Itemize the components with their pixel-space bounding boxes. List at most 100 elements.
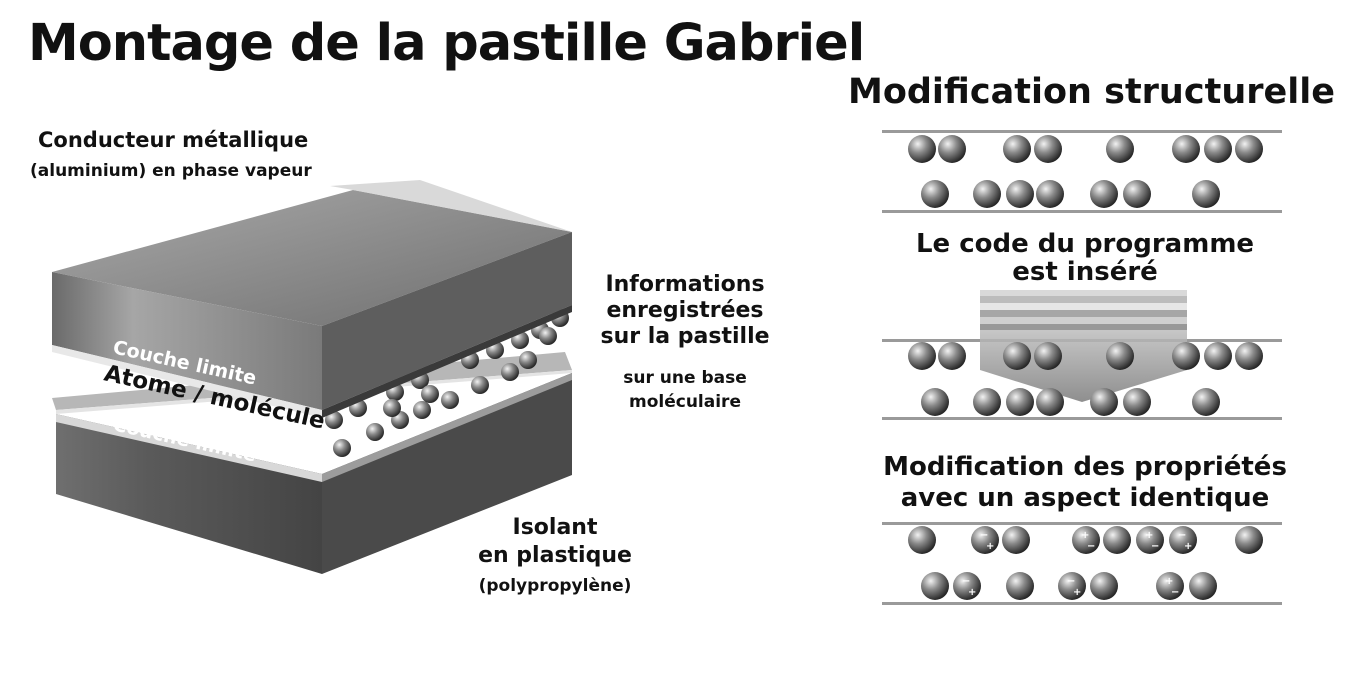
- svg-text:−: −: [1087, 541, 1095, 552]
- insulator-sublabel: (polypropylène): [478, 576, 632, 596]
- boundary-line: [882, 602, 1282, 605]
- molecule: [1006, 388, 1034, 416]
- svg-text:+: +: [1165, 576, 1173, 587]
- info-line-3: sur la pastille: [600, 324, 770, 349]
- molecule: [1003, 135, 1031, 163]
- molecule: [501, 363, 519, 381]
- molecule: [908, 135, 936, 163]
- molecule: [1036, 388, 1064, 416]
- molecule: [938, 135, 966, 163]
- molecule: [1204, 342, 1232, 370]
- info-sub-line-2: moléculaire: [629, 392, 741, 412]
- molecule: [366, 423, 384, 441]
- code-line-2: est inséré: [1012, 257, 1158, 287]
- charged-molecule: +−: [1156, 572, 1184, 600]
- svg-text:+: +: [1073, 587, 1081, 598]
- molecule: [973, 180, 1001, 208]
- insulator-label: Isolant en plastique: [460, 514, 650, 570]
- code-inserted-label: Le code du programme est inséré: [880, 230, 1290, 286]
- molecule: [921, 388, 949, 416]
- molecule: [1003, 342, 1031, 370]
- svg-text:−: −: [1067, 576, 1075, 587]
- svg-text:−: −: [962, 576, 970, 587]
- molecule: [1103, 526, 1131, 554]
- molecule: [1192, 180, 1220, 208]
- molecule: [333, 439, 351, 457]
- insulator-line-2: en plastique: [478, 543, 632, 568]
- code-line-1: Le code du programme: [915, 229, 1255, 259]
- molecule: [1090, 388, 1118, 416]
- molecule: [973, 388, 1001, 416]
- modprop-line-2: avec un aspect identique: [900, 483, 1270, 513]
- molecule: [1172, 135, 1200, 163]
- molecule: [325, 411, 343, 429]
- molecule: [908, 342, 936, 370]
- structure-rows: −++−+−−+−+−++−: [882, 130, 1282, 605]
- conductor-sublabel: (aluminium) en phase vapeur: [30, 161, 312, 181]
- page-title: Montage de la pastille Gabriel: [28, 14, 865, 73]
- boundary-line: [882, 210, 1282, 213]
- info-line-1: Informations: [605, 272, 765, 297]
- info-sublabel: sur une base moléculaire: [585, 366, 785, 414]
- molecule: [1106, 342, 1134, 370]
- molecule: [1034, 342, 1062, 370]
- molecule: [1235, 135, 1263, 163]
- conductor-block: [52, 180, 572, 418]
- svg-text:+: +: [1081, 530, 1089, 541]
- charged-molecule: +−: [1136, 526, 1164, 554]
- boundary-line: [882, 417, 1282, 420]
- molecule: [1123, 180, 1151, 208]
- svg-text:+: +: [986, 541, 994, 552]
- molecule: [1235, 526, 1263, 554]
- svg-text:+: +: [968, 587, 976, 598]
- structure-rows-front: [908, 342, 1263, 416]
- charged-molecule: −+: [1169, 526, 1197, 554]
- molecule: [1036, 180, 1064, 208]
- molecule: [1192, 388, 1220, 416]
- charged-molecule: −+: [1058, 572, 1086, 600]
- charged-molecule: −+: [971, 526, 999, 554]
- info-line-2: enregistrées: [606, 298, 764, 323]
- molecule: [1172, 342, 1200, 370]
- svg-text:−: −: [1151, 541, 1159, 552]
- molecule: [921, 180, 949, 208]
- svg-text:−: −: [980, 530, 988, 541]
- molecule: [441, 391, 459, 409]
- structural-modification-title: Modification structurelle: [848, 72, 1335, 112]
- molecule: [1106, 135, 1134, 163]
- insulator-line-1: Isolant: [512, 515, 598, 540]
- molecule: [1090, 180, 1118, 208]
- molecule: [1090, 572, 1118, 600]
- svg-text:+: +: [1184, 541, 1192, 552]
- molecule: [383, 399, 401, 417]
- modprop-line-1: Modification des propriétés: [883, 452, 1287, 482]
- info-label: Informations enregistrées sur la pastill…: [590, 272, 780, 350]
- molecule-layer: [325, 309, 569, 457]
- molecule: [921, 572, 949, 600]
- property-modification-label: Modification des propriétés avec un aspe…: [860, 452, 1310, 514]
- molecule: [519, 351, 537, 369]
- molecule: [1034, 135, 1062, 163]
- molecule: [1002, 526, 1030, 554]
- charged-molecule: −+: [953, 572, 981, 600]
- molecule: [1204, 135, 1232, 163]
- svg-text:−: −: [1171, 587, 1179, 598]
- molecule: [1006, 572, 1034, 600]
- code-insertion-arrow: [980, 290, 1187, 402]
- molecule: [1006, 180, 1034, 208]
- info-sub-line-1: sur une base: [623, 368, 747, 388]
- svg-text:+: +: [1145, 530, 1153, 541]
- molecule: [938, 342, 966, 370]
- molecule: [1123, 388, 1151, 416]
- boundary-line: [882, 130, 1282, 133]
- boundary-line: [882, 522, 1282, 525]
- molecule: [413, 401, 431, 419]
- charged-molecule: +−: [1072, 526, 1100, 554]
- molecule: [421, 385, 439, 403]
- svg-text:−: −: [1178, 530, 1186, 541]
- molecule: [471, 376, 489, 394]
- molecule: [539, 327, 557, 345]
- molecule: [908, 526, 936, 554]
- molecule: [1189, 572, 1217, 600]
